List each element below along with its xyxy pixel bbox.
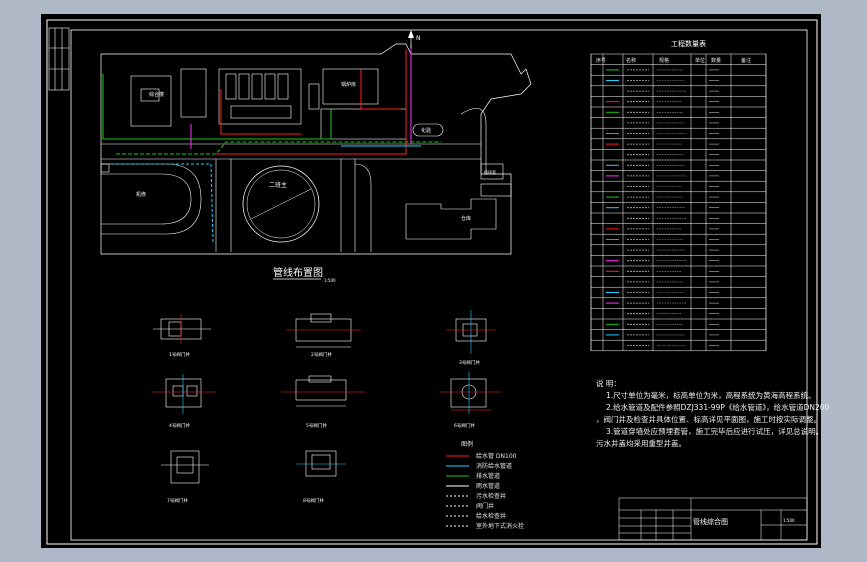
notes-line-3: ，阀门井及检查井具体位置、标高详见平面图，施工时按实际调整。 (596, 414, 821, 424)
table-header-3: 单位 (695, 57, 705, 64)
building-b1-label: 综合楼 (149, 91, 164, 98)
outer-frame (46, 19, 818, 545)
pipe-network (102, 44, 441, 243)
legend: 图例 给水管 DN100 消防给水管道排水管道雨水管道污水检查井阀门井给水检查井室… (446, 440, 524, 530)
roads (101, 108, 487, 252)
legend-item-label: 消防给水管道 (476, 462, 512, 470)
notes-line-4: 3.管道穿墙处应预埋套管，施工完毕后应进行试压，详见总说明。 (606, 426, 823, 436)
legend-item-label: 室外地下式消火栓 (476, 522, 524, 530)
site-plan-scale: 1:500 (324, 278, 336, 283)
detail-6 (439, 372, 501, 414)
detail-7 (161, 450, 209, 484)
building-b6-label: 锅炉房 (341, 81, 356, 88)
table-header-4: 数量 (711, 57, 721, 64)
legend-item-label: 污水检查井 (476, 492, 506, 500)
notes-line-2: 2.给水管道及配件参照DZJ331-99P《给水管道》，给水管道DN200 (606, 402, 830, 412)
drawing-canvas: 二班主 综合楼 化验 机修 仓库 锅炉房 值班室 (41, 14, 830, 548)
title-block-scale: 1:500 (783, 518, 795, 523)
detail-drawings (151, 310, 501, 484)
table-header-2: 规格 (659, 57, 669, 64)
cad-drawing: 二班主 综合楼 化验 机修 仓库 锅炉房 值班室 (46, 19, 830, 545)
title-block (618, 497, 808, 541)
detail-8 (296, 450, 346, 477)
site-plan: 二班主 综合楼 化验 机修 仓库 锅炉房 值班室 (100, 30, 532, 283)
detail-2 (286, 313, 361, 348)
notes-line-5: 污水井盖均采用重型井盖。 (596, 438, 686, 448)
detail-caption-7: 7号阀门井 (167, 497, 188, 504)
legend-item-label: 阀门井 (476, 502, 494, 510)
table-header-0: 序号 (596, 57, 606, 64)
title-block-drawing-name: 管线综合图 (693, 517, 728, 526)
legend-item-label: 给水检查井 (476, 512, 506, 520)
circular-plaza (242, 165, 320, 243)
table-header-1: 名称 (626, 57, 636, 64)
legend-item-label: 给水管 DN100 (476, 452, 517, 460)
inner-frame (70, 29, 808, 541)
detail-4 (151, 374, 216, 414)
detail-caption-1: 1号阀门井 (169, 351, 190, 358)
notes-line-1: 1.尺寸单位为毫米，标高单位为米，高程系统为黄海高程系统。 (606, 390, 816, 400)
detail-caption-2: 2号阀门井 (311, 351, 332, 358)
table-header-5: 备注 (741, 57, 751, 64)
detail-caption-4: 4号阀门井 (169, 422, 190, 429)
building-b5-label: 仓库 (461, 215, 471, 222)
detail-captions: 1号阀门井 2号阀门井 3号阀门井 4号阀门井 5号阀门井 6号阀门井 7号阀门… (167, 351, 480, 504)
building-b2-label: 二班主 (269, 181, 287, 189)
building-b3-label: 化验 (421, 127, 431, 134)
detail-caption-6: 6号阀门井 (454, 422, 475, 429)
site-boundary (100, 43, 532, 255)
binding-strip (48, 27, 70, 91)
notes: 说 明： 1.尺寸单位为毫米，标高单位为米，高程系统为黄海高程系统。 2.给水管… (596, 378, 830, 448)
quantity-table: 工程数量表 序号 名称 规格 单位 数量 备注 (590, 39, 767, 352)
detail-3 (446, 310, 496, 354)
legend-header: 图例 (461, 440, 473, 448)
legend-item-label: 雨水管道 (476, 482, 500, 490)
building-b7-label: 值班室 (484, 169, 496, 175)
notes-heading: 说 明： (596, 378, 621, 388)
table-title: 工程数量表 (671, 39, 706, 48)
detail-caption-8: 8号阀门井 (303, 497, 324, 504)
building-b4-label: 机修 (136, 191, 146, 198)
site-plan-title: 管线布置图 (273, 266, 323, 279)
detail-5 (281, 375, 366, 407)
north-arrow: N (408, 30, 421, 48)
detail-1 (153, 314, 211, 344)
legend-item-label: 排水管道 (476, 472, 500, 480)
detail-caption-3: 3号阀门井 (459, 359, 480, 366)
svg-text:N: N (416, 35, 421, 42)
detail-caption-5: 5号阀门井 (306, 422, 327, 429)
